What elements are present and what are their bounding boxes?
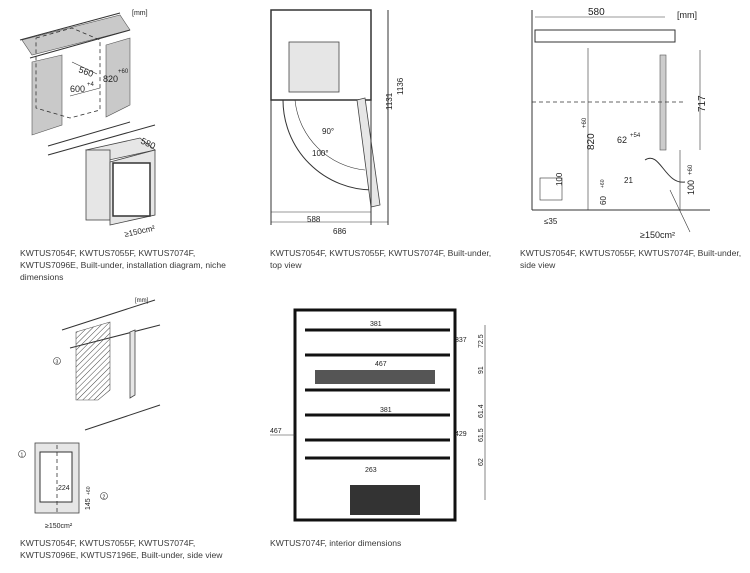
figure-caption: KWTUS7054F, KWTUS7055F, KWTUS7074F, KWTU… (20, 248, 226, 282)
dim-depth-2: 429 (455, 431, 467, 438)
callout-1: 1 (21, 453, 24, 459)
dim-1136: 1136 (396, 77, 405, 95)
dim-vent: ≥150cm² (45, 523, 73, 530)
dim-depth: 560 (77, 64, 95, 79)
built-under-side-view-diagram: [mm] 3 1 224 145 +60 2 ≥150cm² (18, 298, 161, 530)
figure-caption: KWTUS7054F, KWTUS7055F, KWTUS7074F, Buil… (270, 248, 492, 270)
dim-width-4: 263 (365, 467, 377, 474)
dim-vent: ≥150cm² (124, 224, 157, 239)
dim-height-5: 62 (478, 458, 485, 466)
figure-caption: KWTUS7054F, KWTUS7055F, KWTUS7074F, Buil… (520, 248, 742, 270)
dim-height-tol: +60 (118, 69, 129, 75)
dim-foot-w: 21 (624, 176, 633, 185)
unit-label: [mm] (677, 10, 697, 20)
dim-686: 686 (333, 227, 347, 236)
dim-depth-1: 337 (455, 337, 467, 344)
dim-width-2: 467 (375, 361, 387, 368)
unit-label: [mm] (132, 10, 148, 17)
dim-angle-90: 90° (322, 127, 334, 136)
figure-caption: KWTUS7054F, KWTUS7055F, KWTUS7074F, KWTU… (20, 538, 223, 560)
dim-height-tol: +60 (86, 486, 92, 495)
dim-angle-100: 100° (312, 149, 329, 158)
dim-width-tol: +4 (87, 82, 95, 88)
dim-plinth-adj-tol: +60 (688, 164, 694, 175)
dim-588: 588 (307, 215, 321, 224)
dim-door: 717 (697, 95, 708, 112)
dim-depth: 580 (588, 7, 605, 18)
dim-width-1: 381 (370, 321, 382, 328)
dim-gap: 62 (617, 135, 627, 145)
side-view-diagram: 580 [mm] 820 +60 717 62 +54 100 60 +60 2… (531, 7, 710, 240)
figure-caption: KWTUS7074F, interior dimensions (270, 538, 402, 548)
dim-height: 820 (103, 74, 118, 84)
dim-foot-tol: +60 (600, 179, 606, 188)
dim-plinth-adj: 100 (686, 180, 696, 195)
dim-width: 600 (70, 84, 85, 94)
installation-diagram: [mm] 560 600 +4 820 +60 580 ≥150cm² (19, 10, 157, 239)
dim-height-3: 61.4 (478, 404, 485, 418)
top-view-diagram: 90° 100° 588 686 1131 1136 (270, 9, 405, 236)
dim-offset: 224 (58, 485, 70, 492)
dim-height-1: 72.5 (478, 334, 485, 348)
dim-height: 820 (586, 133, 597, 150)
dim-plinth: 100 (555, 172, 564, 186)
dim-height-tol: +60 (582, 117, 588, 128)
dim-vent: ≥150cm² (640, 230, 675, 240)
callout-2: 2 (103, 495, 106, 501)
dim-foot: 60 (599, 196, 608, 205)
dim-height-4: 61.5 (478, 428, 485, 442)
dim-height: 145 (85, 498, 92, 510)
dim-width-5: 467 (270, 428, 282, 435)
dim-width-3: 381 (380, 407, 392, 414)
dim-height-2: 91 (478, 366, 485, 374)
dim-gap-tol: +54 (630, 133, 641, 139)
interior-dimensions-diagram: 381 467 381 263 467 337 429 72.5 91 61.4… (270, 308, 486, 522)
callout-3: 3 (56, 360, 59, 366)
unit-label: [mm] (135, 298, 149, 304)
dim-1131: 1131 (385, 92, 394, 110)
dim-wall: ≤35 (544, 217, 558, 226)
